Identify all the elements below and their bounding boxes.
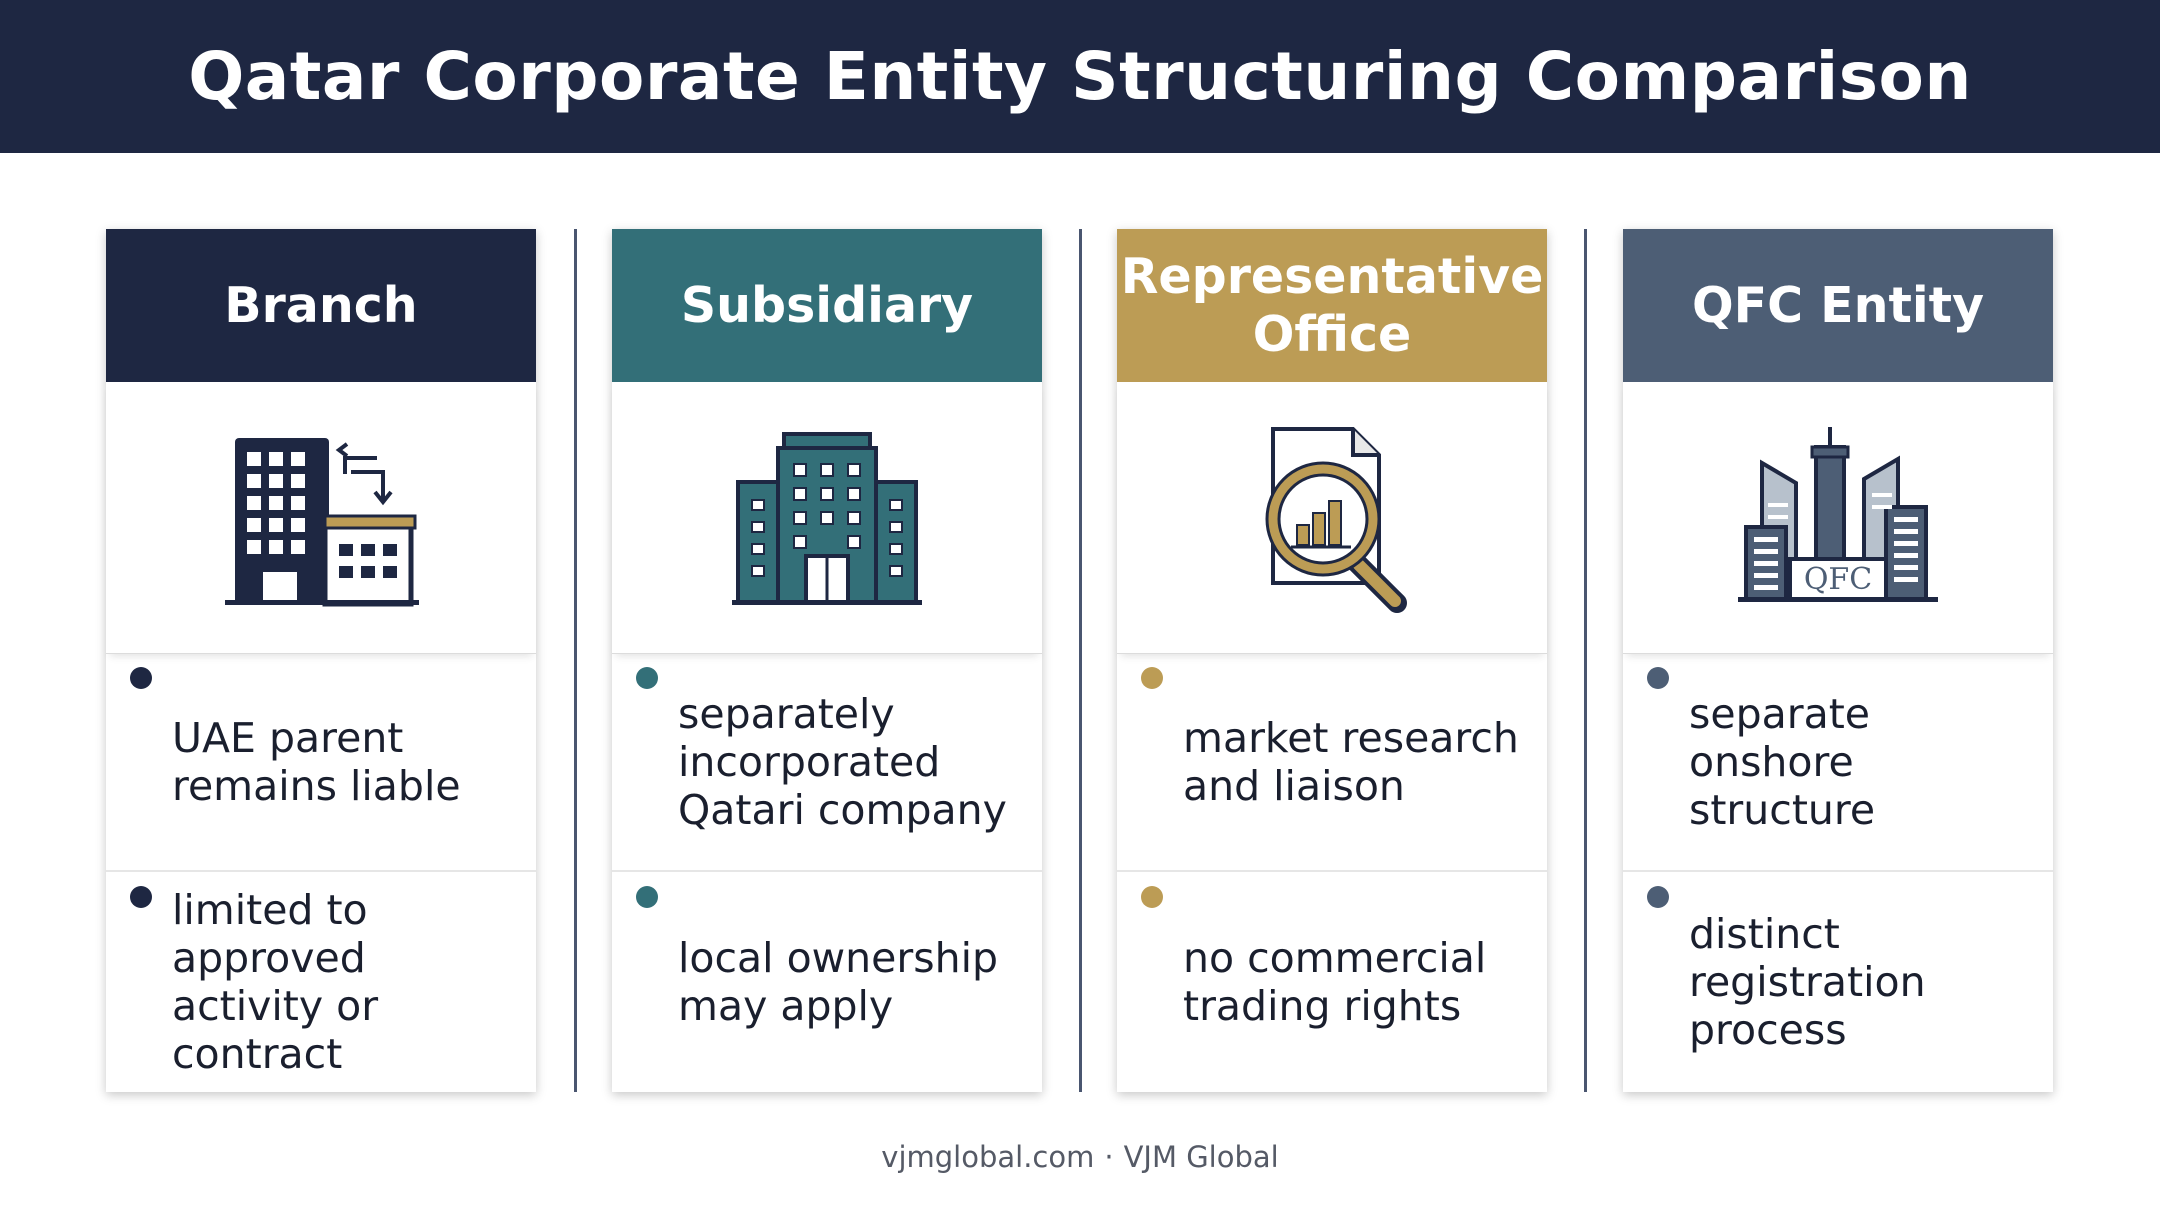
footer-brand: VJM Global bbox=[1123, 1140, 1279, 1174]
bullet-icon bbox=[636, 667, 658, 689]
icon-panel: QFC bbox=[1623, 382, 2053, 654]
footer-site: vjmglobal.com bbox=[881, 1140, 1095, 1174]
bullet-icon bbox=[1647, 667, 1669, 689]
column-header: Representative Office bbox=[1117, 229, 1547, 382]
skyline-icon: QFC bbox=[1738, 426, 1938, 602]
page-title: Qatar Corporate Entity Structuring Compa… bbox=[188, 38, 1972, 115]
bullet-icon bbox=[1141, 886, 1163, 908]
document-magnifier-icon bbox=[1265, 426, 1407, 613]
list-item: no commercial trading rights bbox=[1117, 872, 1547, 1092]
point-text: separate onshore structure bbox=[1689, 689, 1876, 834]
column-representative-office: Representative Office market research an… bbox=[1117, 229, 1547, 1092]
list-item: separate onshore structure bbox=[1623, 653, 2053, 872]
column-branch: Branch bbox=[106, 229, 536, 1092]
qfc-label: QFC bbox=[1804, 562, 1872, 597]
icon-panel bbox=[612, 382, 1042, 654]
column-qfc-entity: QFC Entity QFC bbox=[1623, 229, 2053, 1092]
list-item: market research and liaison bbox=[1117, 653, 1547, 872]
footer-separator: · bbox=[1104, 1140, 1114, 1174]
column-title: Subsidiary bbox=[680, 276, 974, 334]
point-text: UAE parent remains liable bbox=[172, 713, 461, 810]
point-text: market research and liaison bbox=[1183, 713, 1519, 810]
list-item: separately incorporated Qatari company bbox=[612, 653, 1042, 872]
column-title: Branch bbox=[224, 276, 418, 334]
bullet-icon bbox=[130, 886, 152, 908]
list-item: UAE parent remains liable bbox=[106, 653, 536, 872]
column-subsidiary: Subsidiary separately incorporated Qatar… bbox=[612, 229, 1042, 1092]
bullet-icon bbox=[636, 886, 658, 908]
list-item: limited to approved activity or contract bbox=[106, 872, 536, 1092]
icon-panel bbox=[106, 382, 536, 654]
column-header: Subsidiary bbox=[612, 229, 1042, 382]
building-arrow-icon bbox=[225, 437, 419, 606]
office-building-icon bbox=[732, 431, 922, 605]
point-text: distinct registration process bbox=[1689, 910, 1926, 1054]
column-header: QFC Entity bbox=[1623, 229, 2053, 382]
footer-credit: vjmglobal.com · VJM Global bbox=[0, 1140, 2160, 1174]
point-text: local ownership may apply bbox=[678, 934, 999, 1030]
bullet-icon bbox=[1141, 667, 1163, 689]
column-divider bbox=[1079, 229, 1082, 1092]
icon-panel bbox=[1117, 382, 1547, 654]
column-divider bbox=[1584, 229, 1587, 1092]
column-title: Representative Office bbox=[1120, 247, 1544, 363]
point-text: no commercial trading rights bbox=[1183, 934, 1487, 1030]
point-text: limited to approved activity or contract bbox=[172, 886, 379, 1078]
column-title: QFC Entity bbox=[1691, 276, 1985, 334]
title-bar: Qatar Corporate Entity Structuring Compa… bbox=[0, 0, 2160, 153]
bullet-icon bbox=[130, 667, 152, 689]
column-divider bbox=[574, 229, 577, 1092]
list-item: local ownership may apply bbox=[612, 872, 1042, 1092]
point-text: separately incorporated Qatari company bbox=[678, 689, 1007, 834]
list-item: distinct registration process bbox=[1623, 872, 2053, 1092]
column-header: Branch bbox=[106, 229, 536, 382]
bullet-icon bbox=[1647, 886, 1669, 908]
